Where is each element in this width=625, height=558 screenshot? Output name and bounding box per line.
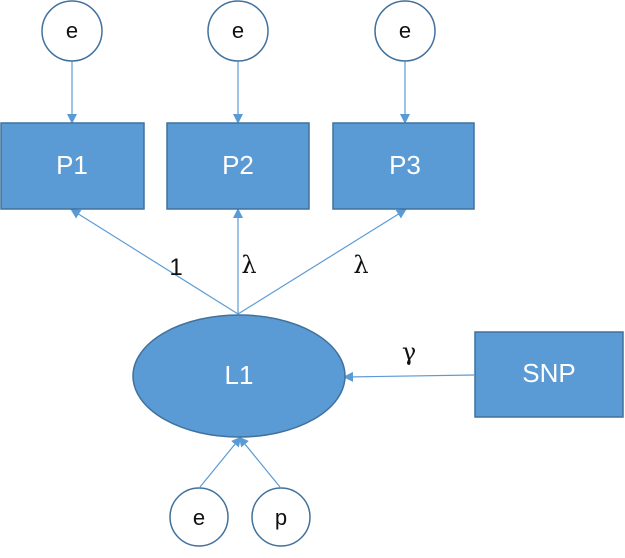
error-circle-l1: e <box>169 487 229 547</box>
arrow-l1-to-p1 <box>70 208 239 315</box>
loading-label-p1: 1 <box>169 254 182 281</box>
arrow-l1-to-p3 <box>237 208 407 315</box>
error-label-l1: e <box>193 505 205 530</box>
arrow-p-to-l1 <box>238 436 281 488</box>
error-circle-p3: e <box>374 0 436 62</box>
observed-box-p3: P3 <box>332 122 475 210</box>
observed-box-p2: P2 <box>166 122 310 210</box>
p1-label: P1 <box>56 150 88 180</box>
arrow-error-to-l1 <box>199 436 242 488</box>
error-label-p1: e <box>66 18 78 43</box>
latent-ellipse-l1: L1 <box>132 314 346 438</box>
edges <box>67 60 475 488</box>
p3-label: P3 <box>389 150 421 180</box>
error-circle-p2: e <box>207 0 269 62</box>
loading-label-p3: λ <box>353 251 368 279</box>
p-circle-l1: p <box>251 487 311 547</box>
observed-box-p1: P1 <box>0 122 145 210</box>
loading-label-p2: λ <box>241 251 256 279</box>
error-label-p2: e <box>232 18 244 43</box>
error-label-p3: e <box>399 18 411 43</box>
snp-effect-label: γ <box>402 338 416 366</box>
error-circle-p1: e <box>41 0 103 62</box>
p2-label: P2 <box>222 150 254 180</box>
snp-box: SNP <box>474 331 624 418</box>
snp-label: SNP <box>522 358 575 388</box>
l1-label: L1 <box>225 360 254 390</box>
p-label-l1: p <box>275 505 287 530</box>
arrow-snp-to-l1 <box>343 371 475 382</box>
